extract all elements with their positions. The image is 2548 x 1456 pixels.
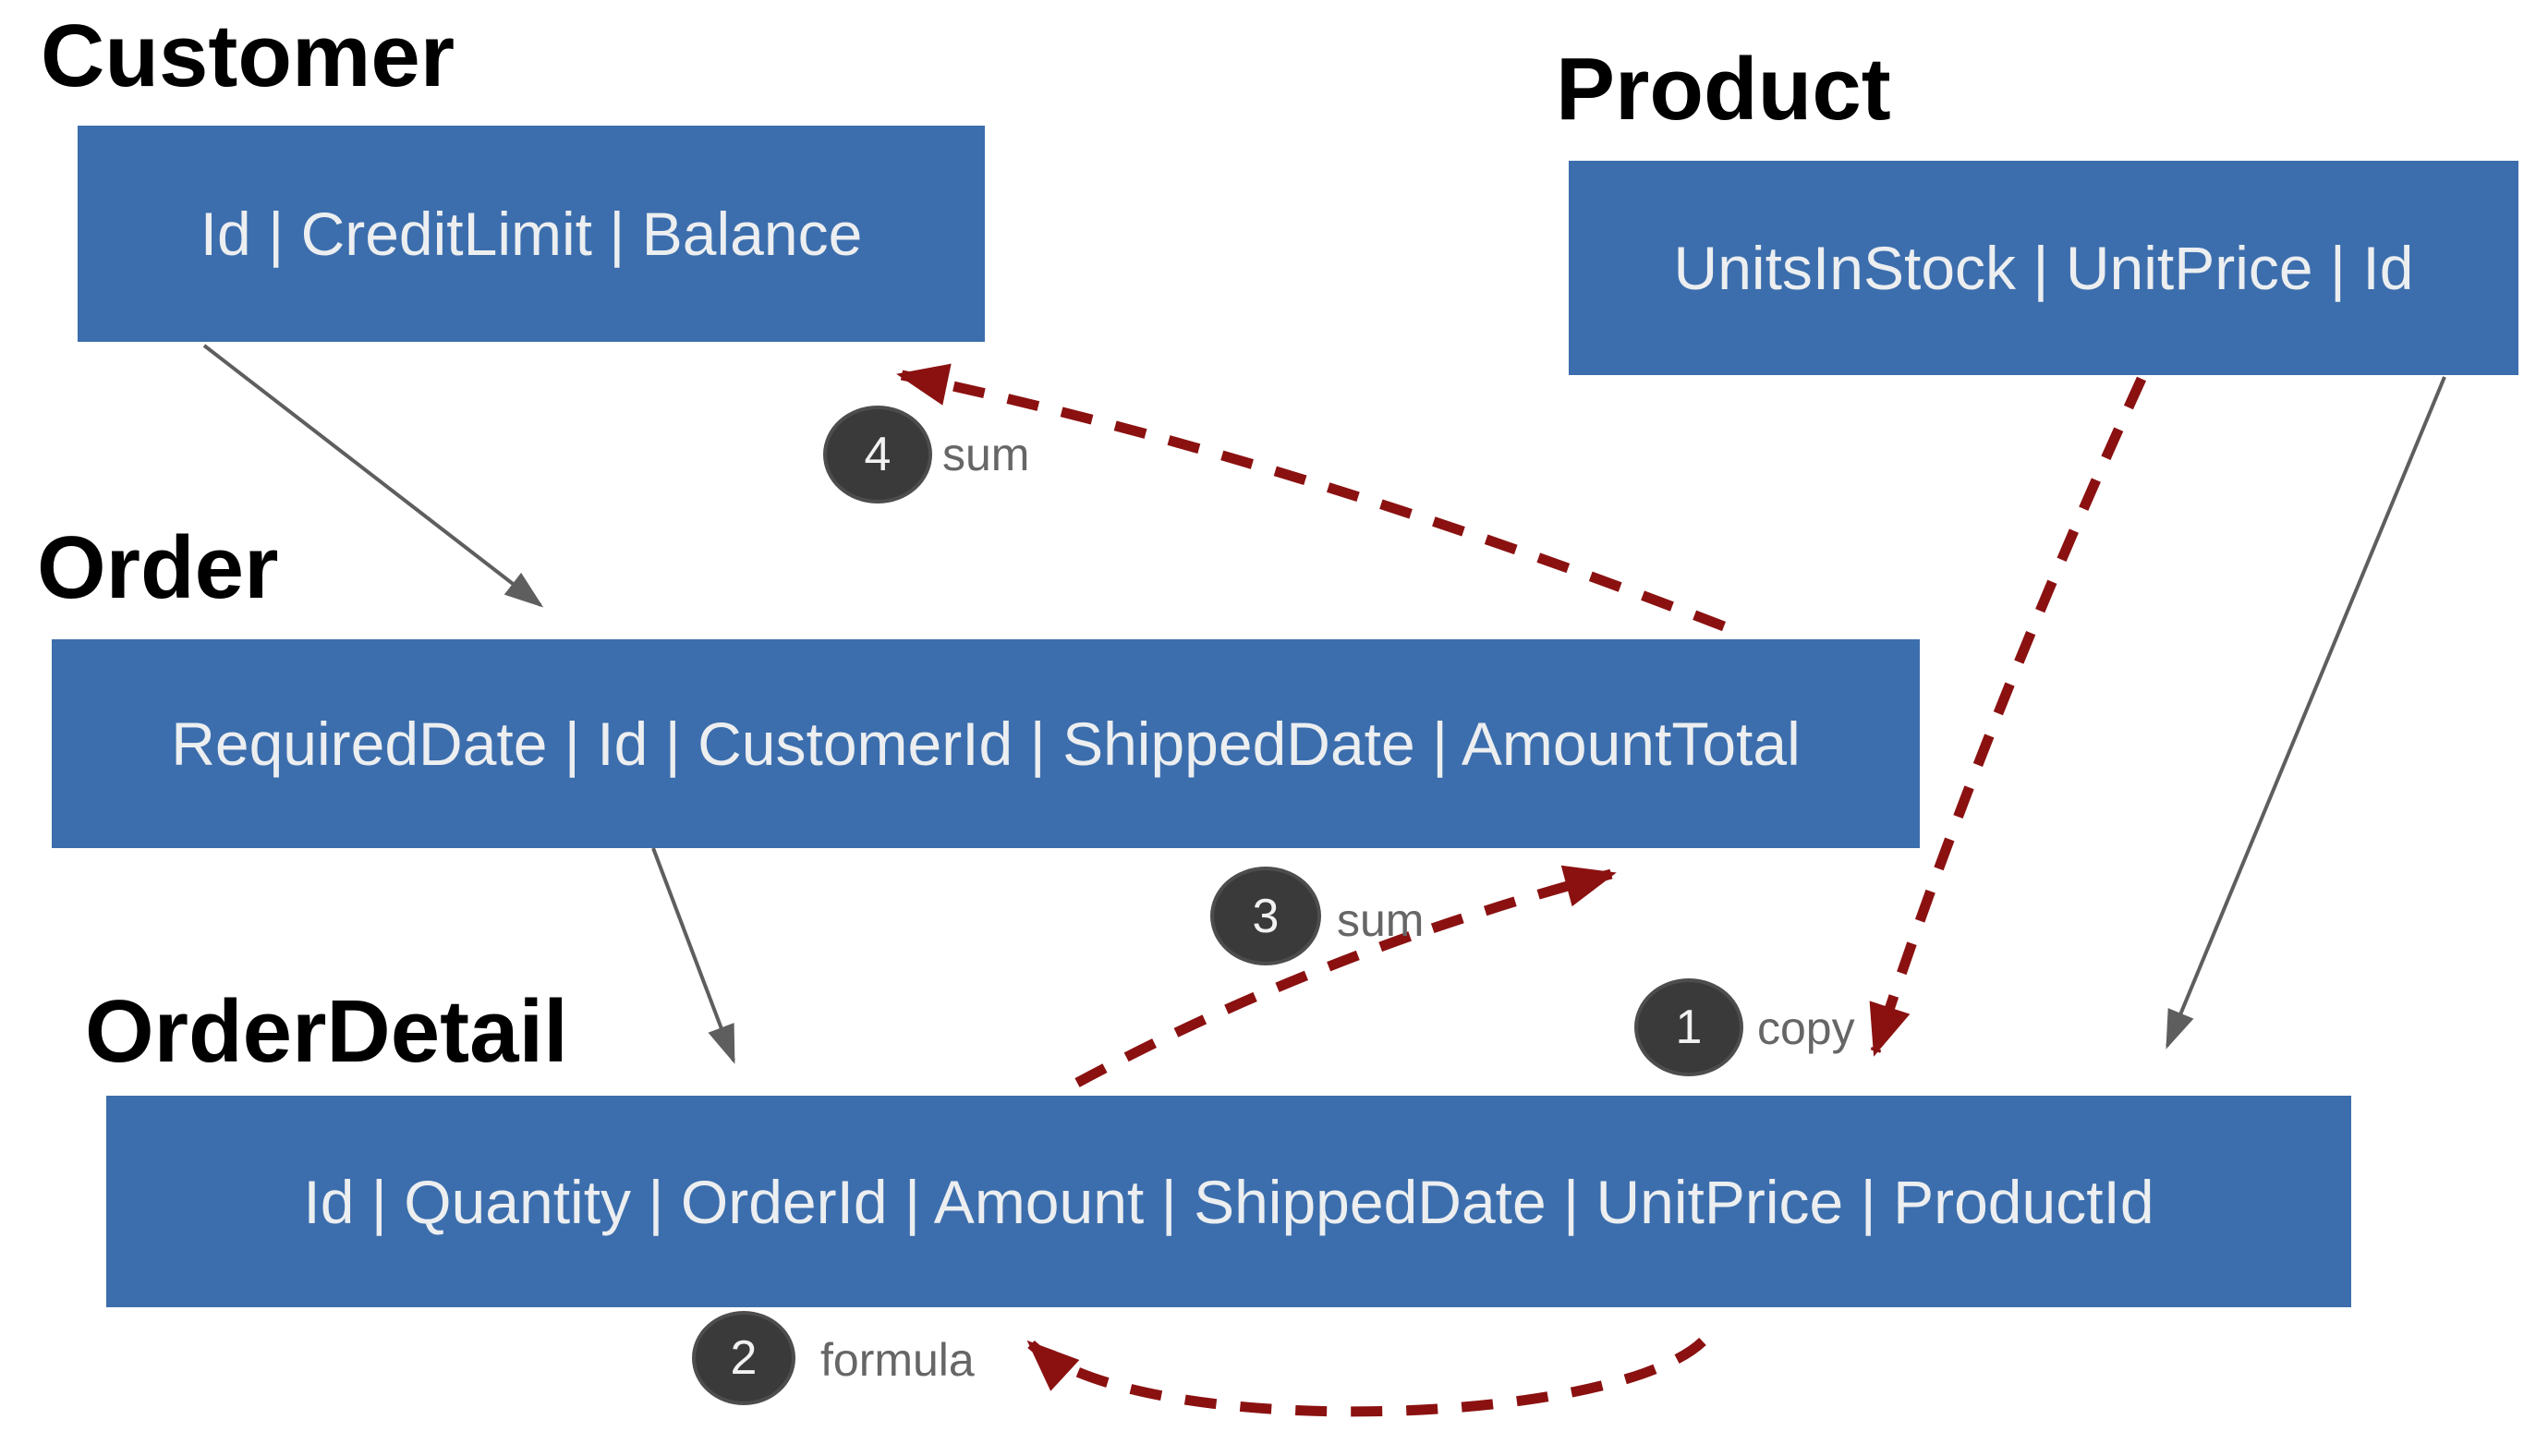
step-badge-3: 3 xyxy=(1210,867,1321,965)
entity-title-order: Order xyxy=(37,518,279,617)
arrow-product-to-orderdetail xyxy=(2166,376,2446,1050)
dashed-arrow-step4-sum xyxy=(896,363,1726,632)
step-label-copy: copy xyxy=(1757,1002,1855,1054)
dashed-arrow-step2-formula xyxy=(1026,1337,1706,1417)
entity-fields-product: UnitsInStock | UnitPrice | Id xyxy=(1673,234,2414,302)
entity-fields-order: RequiredDate | Id | CustomerId | Shipped… xyxy=(171,710,1801,778)
step-number-1: 1 xyxy=(1675,1001,1703,1054)
step-badge-1: 1 xyxy=(1634,978,1743,1076)
entity-fields-customer: Id | CreditLimit | Balance xyxy=(200,200,863,268)
entity-title-orderdetail: OrderDetail xyxy=(85,982,568,1081)
step-number-3: 3 xyxy=(1252,889,1280,943)
entity-box-orderdetail: Id | Quantity | OrderId | Amount | Shipp… xyxy=(106,1096,2351,1307)
step-badge-2: 2 xyxy=(692,1311,795,1405)
step-label-sum-4: sum xyxy=(942,429,1030,480)
step-label-formula: formula xyxy=(820,1334,975,1386)
step-number-4: 4 xyxy=(864,428,892,481)
step-number-2: 2 xyxy=(730,1331,758,1385)
entity-box-customer: Id | CreditLimit | Balance xyxy=(78,126,985,342)
step-badge-4: 4 xyxy=(823,406,932,504)
step-label-sum-3: sum xyxy=(1337,894,1425,946)
arrow-order-to-orderdetail xyxy=(651,847,735,1064)
entity-title-customer: Customer xyxy=(41,6,455,105)
entity-fields-orderdetail: Id | Quantity | OrderId | Amount | Shipp… xyxy=(303,1167,2154,1236)
entity-box-product: UnitsInStock | UnitPrice | Id xyxy=(1569,161,2518,375)
entity-box-order: RequiredDate | Id | CustomerId | Shipped… xyxy=(52,639,1920,848)
entity-title-product: Product xyxy=(1556,40,1891,139)
